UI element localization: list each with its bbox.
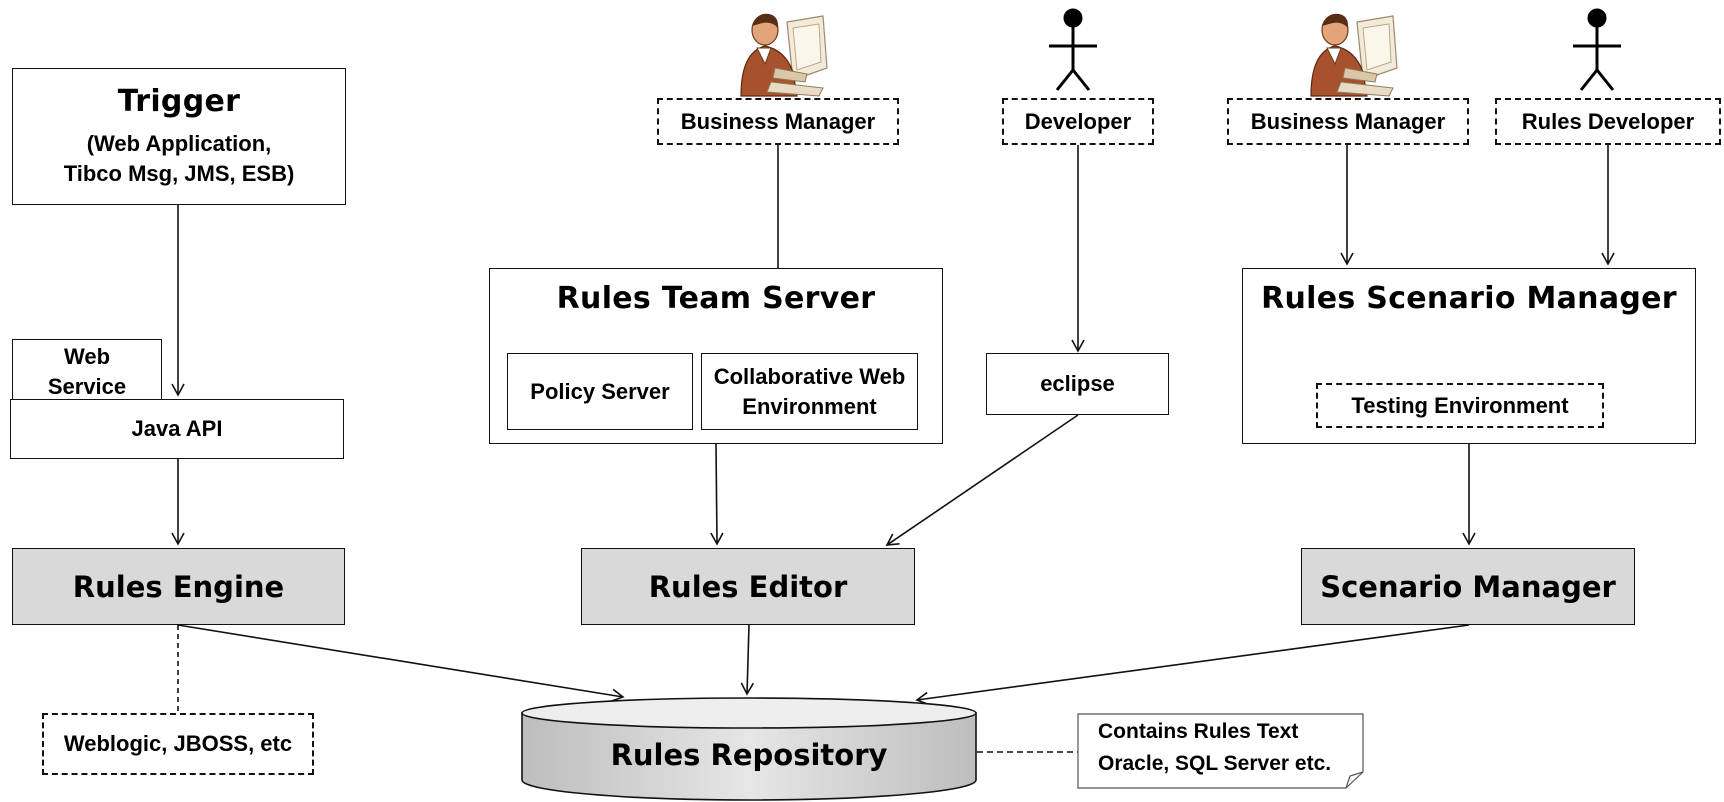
repository-note-line1: Contains Rules Text <box>1098 720 1299 743</box>
web-service-line2: Service <box>47 373 127 399</box>
arrow-eclipse-to-rules-editor <box>885 414 1079 546</box>
rules-repository-cylinder <box>521 697 977 801</box>
scenario-manager-box: Scenario Manager <box>1301 548 1635 625</box>
arrow-scenario-manager-to-repository <box>915 624 1470 706</box>
java-api-box: Java API <box>10 399 344 459</box>
rules-developer-label: Rules Developer <box>1495 98 1721 145</box>
rules-developer-stick-figure-icon <box>1573 8 1621 91</box>
eclipse-box: eclipse <box>986 353 1169 415</box>
rules-team-server-title: Rules Team Server <box>556 281 876 316</box>
rules-repository-label: Rules Repository <box>610 738 888 772</box>
rules-editor-box: Rules Editor <box>581 548 915 625</box>
trigger-subtitle-line1: (Web Application, <box>86 131 272 157</box>
rules-engine-box: Rules Engine <box>12 548 345 625</box>
trigger-box: Trigger (Web Application, Tibco Msg, JMS… <box>12 68 346 205</box>
collaborative-web-environment-box: Collaborative Web Environment <box>701 353 918 430</box>
repository-note-text: Contains Rules Text Oracle, SQL Server e… <box>1098 716 1358 779</box>
business-manager-right-label: Business Manager <box>1227 98 1469 145</box>
repository-note-box <box>1077 713 1364 789</box>
rules-scenario-manager-title: Rules Scenario Manager <box>1261 281 1677 316</box>
developer-label: Developer <box>1002 98 1154 145</box>
trigger-title: Trigger <box>117 84 241 120</box>
trigger-subtitle-line2: Tibco Msg, JMS, ESB) <box>63 161 295 186</box>
developer-stick-figure-icon <box>1049 8 1097 91</box>
business-manager-left-label: Business Manager <box>657 98 899 145</box>
business-manager-computer-icon-right <box>1310 13 1398 97</box>
app-servers-box: Weblogic, JBOSS, etc <box>42 713 314 775</box>
web-service-line1: Web <box>63 344 111 369</box>
arrow-rules-engine-to-repository <box>177 624 625 702</box>
policy-server-box: Policy Server <box>507 353 693 430</box>
arrow-team-server-to-rules-editor <box>710 443 724 546</box>
collaborative-line2: Environment <box>742 393 877 419</box>
testing-environment-box: Testing Environment <box>1316 383 1604 428</box>
web-service-box: Web Service <box>12 339 162 401</box>
repository-note-line2: Oracle, SQL Server etc. <box>1098 751 1332 775</box>
business-manager-computer-icon <box>740 13 828 97</box>
collaborative-line1: Collaborative Web <box>713 363 906 389</box>
arrow-rules-editor-to-repository <box>740 624 755 696</box>
